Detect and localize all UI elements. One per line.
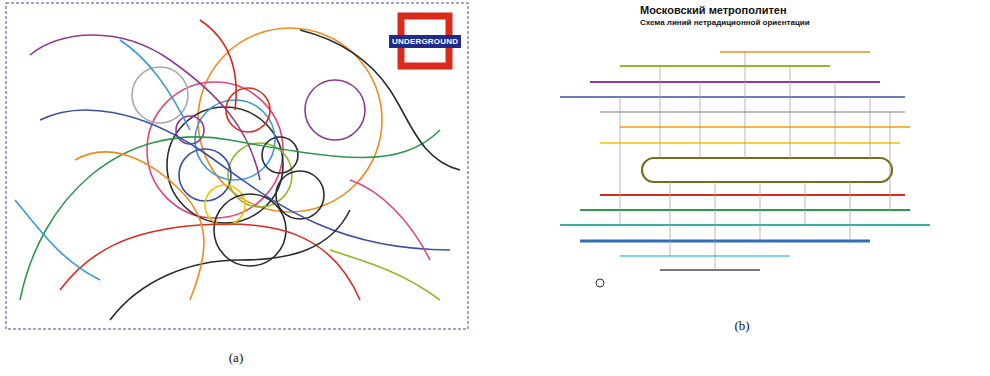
panel-caption: (b)	[734, 318, 749, 334]
transfer-links	[620, 52, 890, 270]
moscow-lines	[560, 52, 930, 270]
panel-frame	[6, 3, 468, 329]
map-title: Московский метрополитен	[640, 4, 787, 16]
copyright-mark	[596, 279, 604, 287]
roundel-bar: UNDERGROUND	[389, 35, 461, 48]
london-lines	[15, 20, 460, 320]
panel-caption: (a)	[229, 350, 243, 366]
roundel-sign: UNDERGROUND	[389, 35, 461, 48]
map-subtitle: Схема линий нетрадиционной ориентации	[640, 18, 810, 27]
